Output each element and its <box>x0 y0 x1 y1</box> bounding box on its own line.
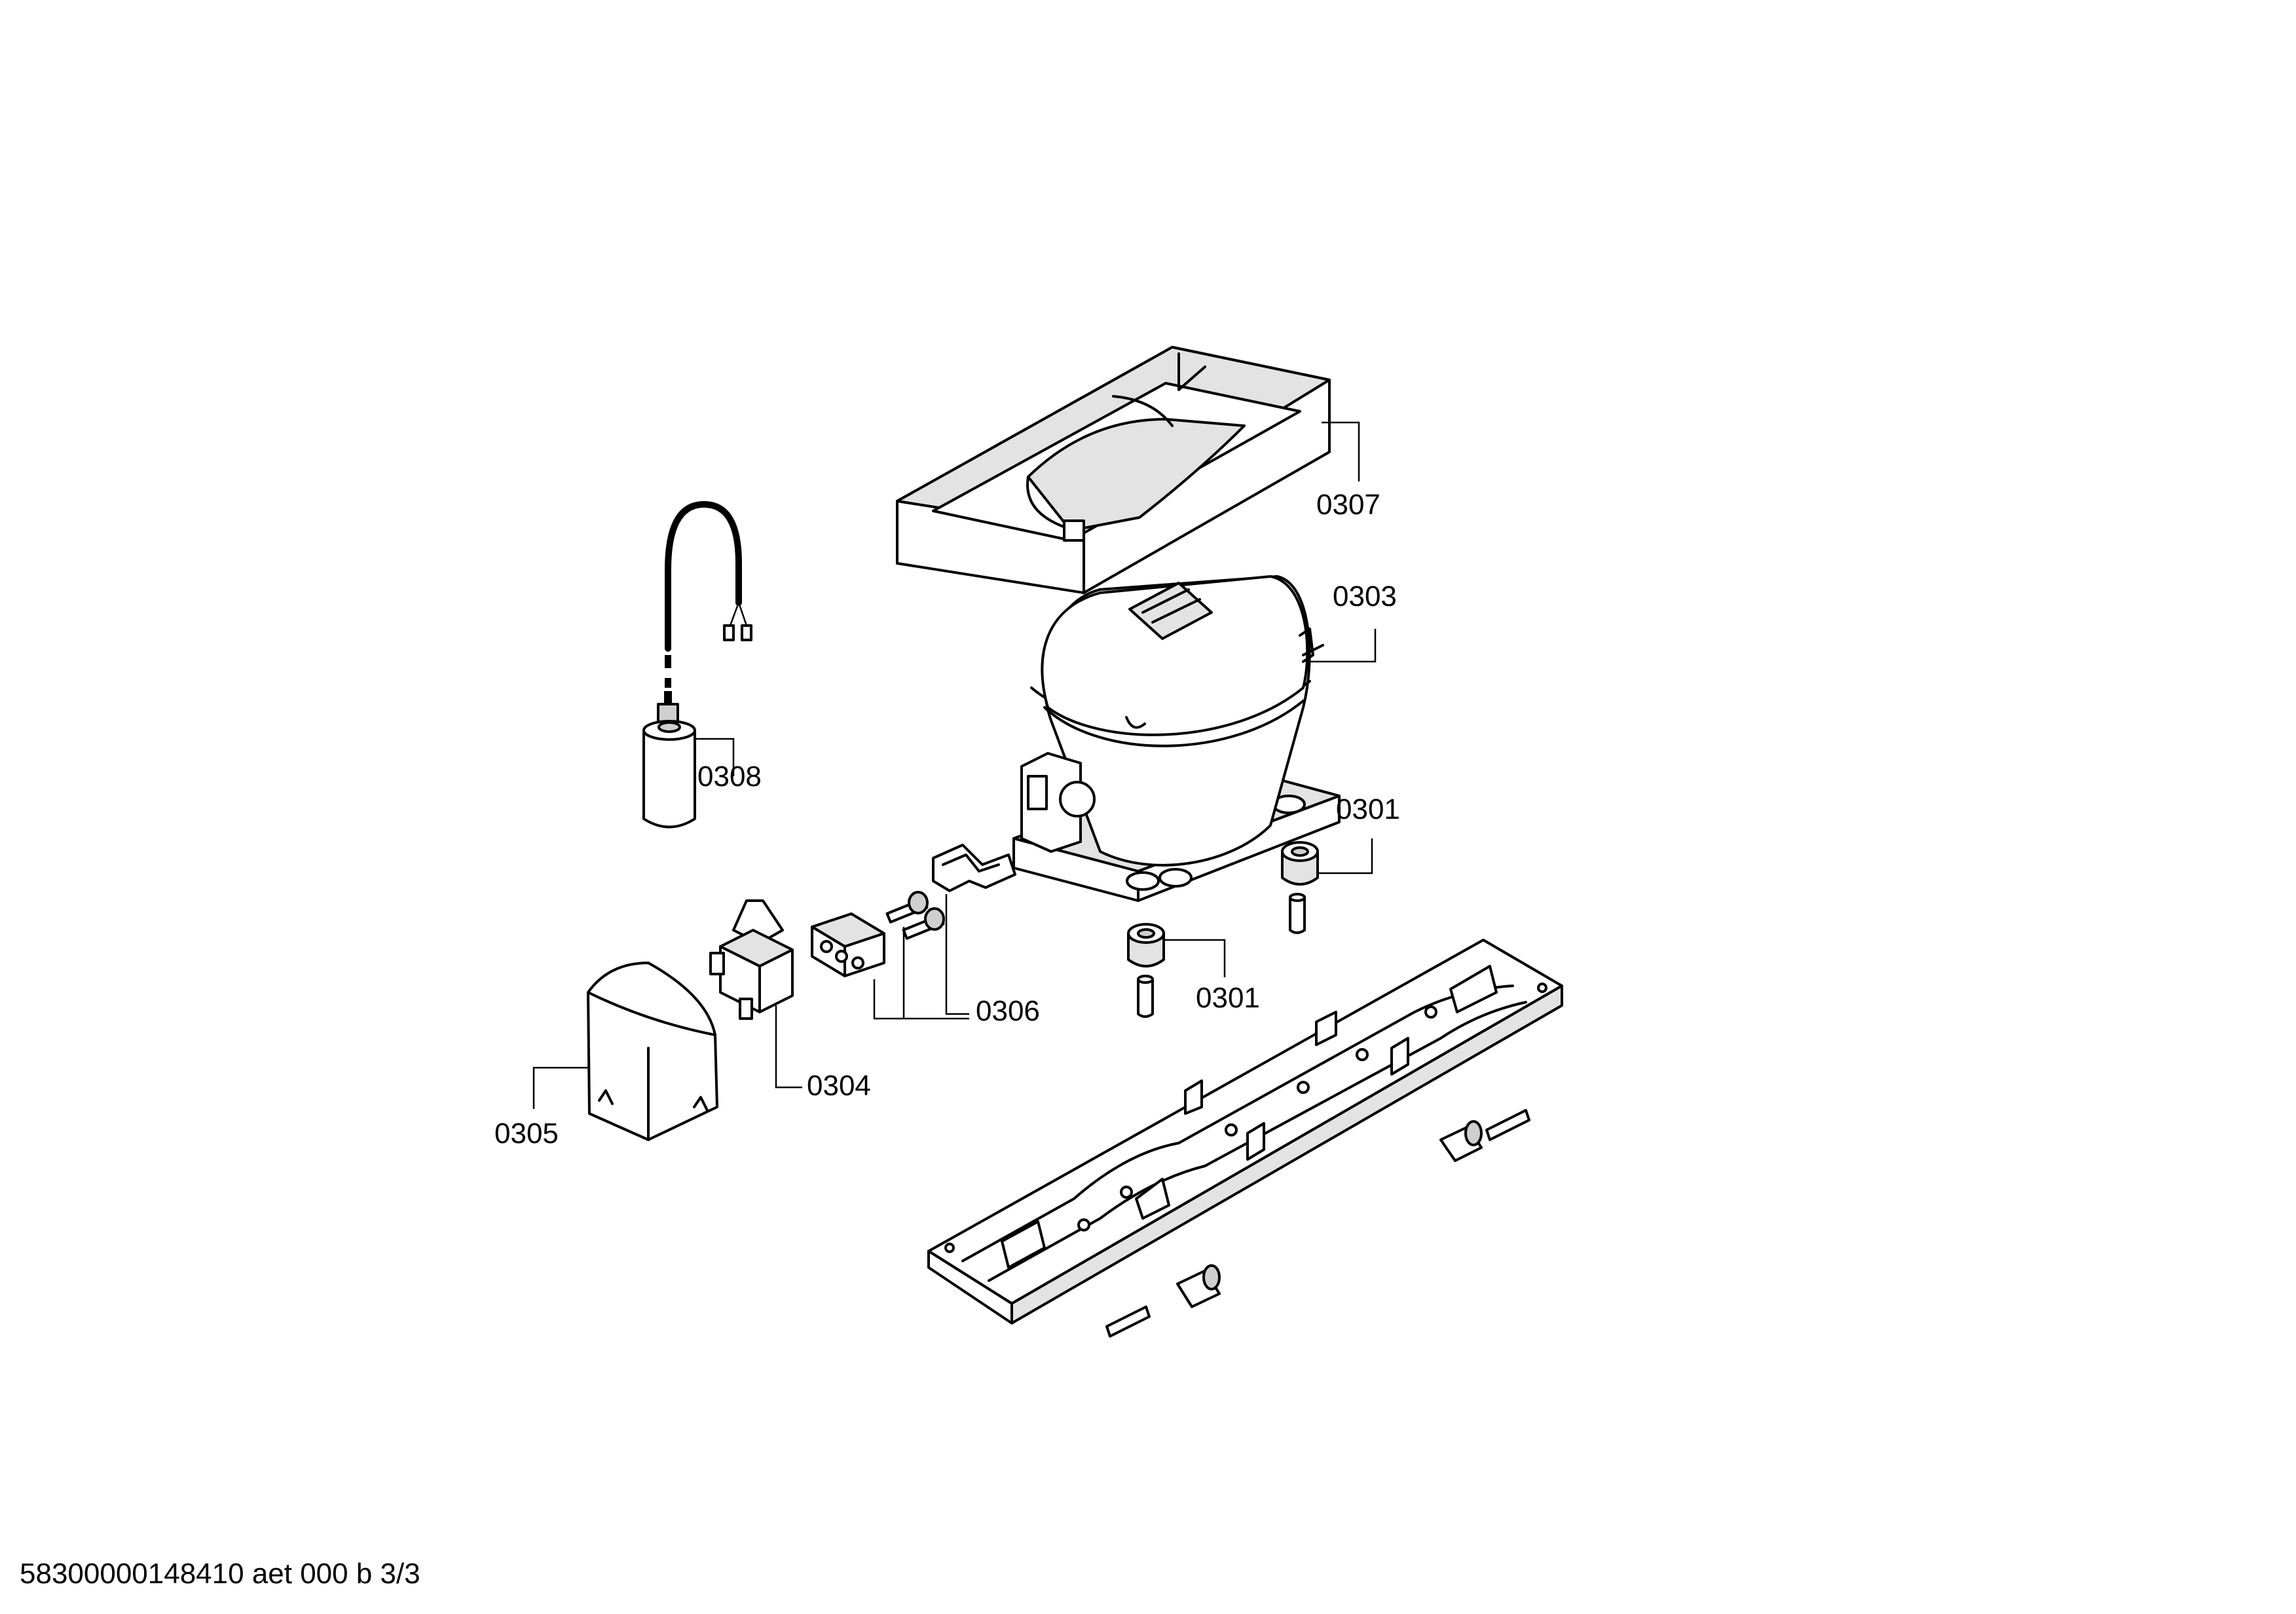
part-0301-grommet-lower <box>1127 923 1165 1018</box>
leader-0304 <box>775 1005 802 1089</box>
leader-0301-upper <box>1318 838 1373 874</box>
callout-0303: 0303 <box>1333 580 1397 612</box>
part-0305-cover <box>587 962 718 1141</box>
callout-0307: 0307 <box>1316 489 1380 521</box>
callout-0301-upper: 0301 <box>1336 793 1400 825</box>
leader-0306 <box>873 894 969 1020</box>
callout-0306: 0306 <box>976 995 1040 1027</box>
part-0303-compressor <box>1012 575 1341 902</box>
part-0301-grommet-upper <box>1281 841 1319 934</box>
leader-0301-lower <box>1164 939 1226 977</box>
leader-0308 <box>695 738 735 776</box>
leader-0307 <box>1322 421 1360 481</box>
callout-0308: 0308 <box>697 760 762 793</box>
part-mounting-rail <box>927 939 1563 1324</box>
part-rail-pins <box>1105 1109 1530 1338</box>
document-id-footer: 58300000148410 aet 000 b 3/3 <box>20 1558 420 1590</box>
part-0307-tray <box>896 346 1331 594</box>
part-0308-capacitor <box>642 500 752 829</box>
part-0306-hardware <box>811 844 1016 977</box>
callout-0301-lower: 0301 <box>1196 982 1260 1014</box>
callout-0304: 0304 <box>807 1070 871 1102</box>
leader-0305 <box>532 1066 588 1109</box>
leader-0303 <box>1310 629 1377 663</box>
callout-0305: 0305 <box>494 1117 559 1150</box>
part-0304-relay <box>709 899 794 1020</box>
